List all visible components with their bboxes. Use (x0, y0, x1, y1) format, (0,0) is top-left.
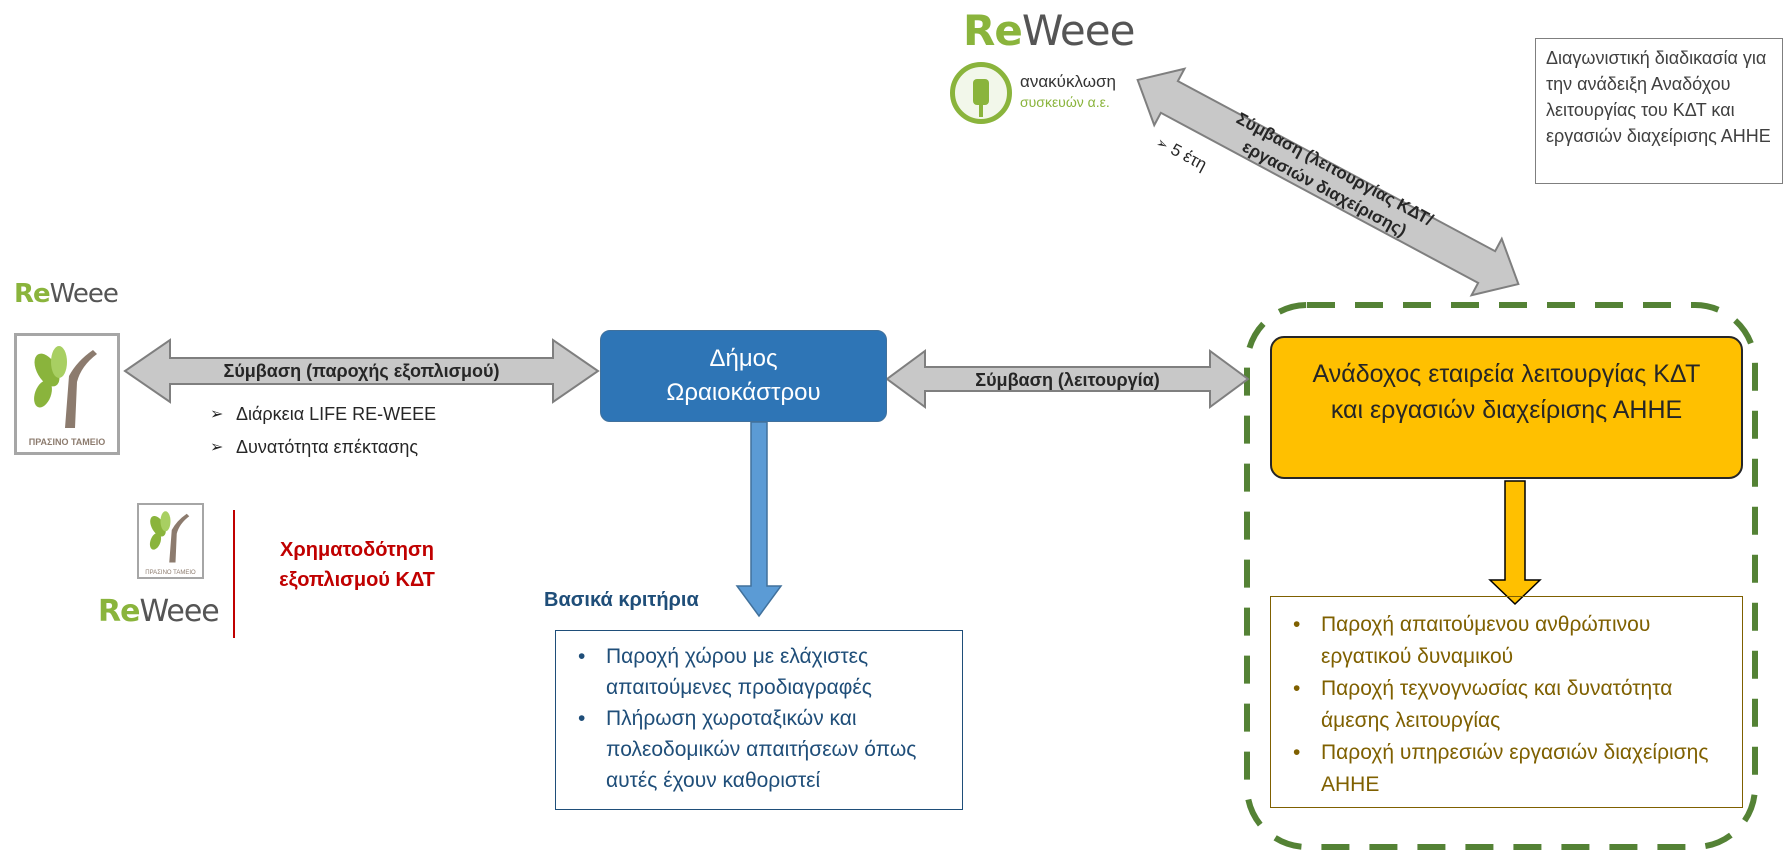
reweee-logo-bottom: ReWeee (98, 594, 220, 629)
diagonal-double-arrow (1136, 67, 1520, 297)
service-item: Παροχή απαιτούμενου ανθρώπινου εργατικού… (1281, 609, 1734, 673)
contractor-region-dashed-border (1244, 302, 1758, 850)
recycling-company-name: ανακύκλωση συσκευών α.ε. (1020, 72, 1116, 110)
middle-double-arrow (885, 349, 1250, 409)
reweee-logo-top: ReWeee (963, 6, 1135, 55)
tender-process-note: Διαγωνιστική διαδικασία για την ανάδειξη… (1535, 38, 1783, 184)
tree-icon (34, 346, 97, 428)
criteria-box: Παροχή χώρου με ελάχιστες απαιτούμενες π… (555, 630, 963, 810)
middle-arrow-label: Σύμβαση (λειτουργία) (975, 370, 1160, 390)
left-bullet: Δυνατότητα επέκτασης (210, 431, 436, 464)
contractor-box: Ανάδοχος εταιρεία λειτουργίας ΚΔΤ και ερ… (1270, 336, 1743, 479)
left-arrow-bullets: Διάρκεια LIFE RE-WEEE Δυνατότητα επέκτασ… (210, 398, 436, 464)
municipality-box: Δήμος Ωραιοκάστρου (600, 330, 887, 422)
municipality-line2: Ωραιοκάστρου (666, 379, 821, 406)
left-bullet: Διάρκεια LIFE RE-WEEE (210, 398, 436, 431)
municipality-line1: Δήμος (709, 345, 778, 372)
tender-process-note-text: Διαγωνιστική διαδικασία για την ανάδειξη… (1546, 48, 1771, 146)
criteria-item: Παροχή χώρου με ελάχιστες απαιτούμενες π… (566, 641, 954, 703)
funding-text: Χρηματοδότηση εξοπλισμού ΚΔΤ (279, 539, 435, 591)
municipality-down-arrow (735, 421, 783, 618)
tree-small-icon (149, 511, 190, 563)
recycling-plug-icon (950, 62, 1012, 124)
reweee-logo-left: ReWeee (14, 279, 119, 309)
services-box: Παροχή απαιτούμενου ανθρώπινου εργατικού… (1270, 596, 1743, 808)
criteria-item: Πλήρωση χωροταξικών και πολεοδομικών απα… (566, 703, 954, 796)
service-item: Παροχή τεχνογνωσίας και δυνατότητα άμεση… (1281, 673, 1734, 737)
service-item: Παροχή υπηρεσιών εργασιών διαχείρισης ΑΗ… (1281, 737, 1734, 801)
criteria-title: Βασικά κριτήρια (544, 589, 699, 611)
green-fund-logo: ΠΡΑΣΙΝΟ ΤΑΜΕΙΟ (14, 333, 120, 455)
contractor-text: Ανάδοχος εταιρεία λειτουργίας ΚΔΤ και ερ… (1312, 360, 1701, 424)
left-arrow-label: Σύμβαση (παροχής εξοπλισμού) (223, 361, 500, 381)
left-double-arrow (123, 338, 600, 404)
green-fund-small-logo: ΠΡΑΣΙΝΟ ΤΑΜΕΙΟ (137, 503, 204, 579)
contractor-down-arrow (1488, 480, 1542, 606)
